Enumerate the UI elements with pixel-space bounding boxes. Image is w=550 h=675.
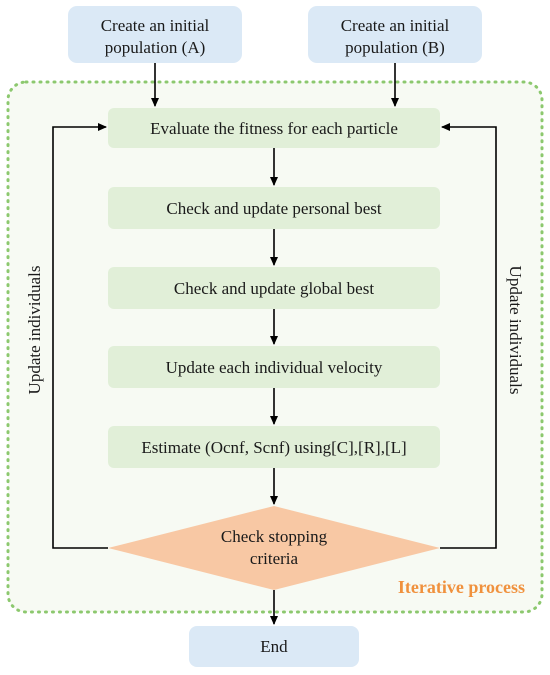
start-box-a-line1: Create an initial (101, 16, 210, 35)
decision-line1: Check stopping (221, 527, 328, 546)
end-box-label: End (260, 637, 288, 656)
step-global-best: Check and update global best (108, 267, 440, 309)
start-box-b-line2: population (B) (345, 38, 445, 57)
step-personal-best: Check and update personal best (108, 187, 440, 229)
end-box: End (189, 626, 359, 667)
step-update-velocity: Update each individual velocity (108, 346, 440, 388)
decision-line2: criteria (250, 549, 299, 568)
step-update-velocity-label: Update each individual velocity (166, 358, 383, 377)
step-estimate-label: Estimate (Ocnf, Scnf) using[C],[R],[L] (141, 438, 406, 457)
step-estimate: Estimate (Ocnf, Scnf) using[C],[R],[L] (108, 426, 440, 468)
step-global-best-label: Check and update global best (174, 279, 374, 298)
side-label-right: Update individuals (506, 266, 525, 395)
step-evaluate-fitness: Evaluate the fitness for each particle (108, 108, 440, 148)
step-personal-best-label: Check and update personal best (166, 199, 382, 218)
loop-arrow-right (440, 123, 497, 549)
start-box-a-line2: population (A) (105, 38, 206, 57)
start-box-a: Create an initial population (A) (68, 6, 242, 63)
step-evaluate-fitness-label: Evaluate the fitness for each particle (150, 119, 398, 138)
iterative-process-label: Iterative process (398, 577, 525, 597)
side-label-left: Update individuals (25, 266, 44, 395)
start-box-b-line1: Create an initial (341, 16, 450, 35)
start-box-b: Create an initial population (B) (308, 6, 482, 63)
loop-arrow-left (52, 123, 108, 549)
decision-stopping-criteria: Check stopping criteria (108, 506, 440, 590)
